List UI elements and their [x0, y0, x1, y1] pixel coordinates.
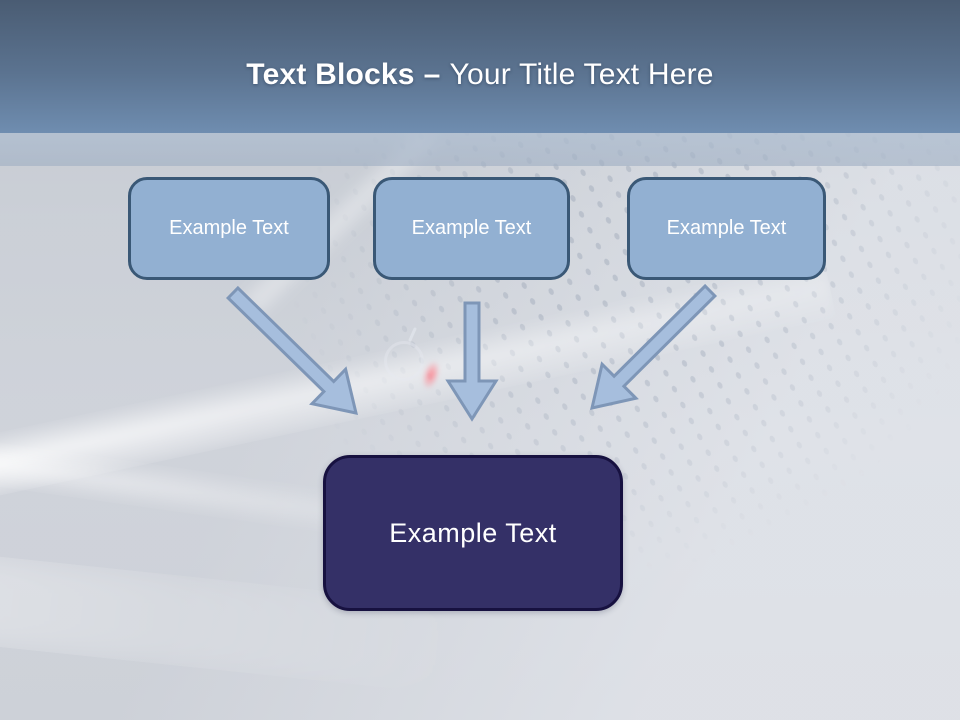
power-symbol-icon [384, 341, 424, 381]
text-block-3: Example Text [627, 177, 826, 280]
text-block-3-label: Example Text [666, 217, 787, 239]
title-dash: – [423, 57, 441, 91]
text-block-1-label: Example Text [169, 217, 289, 239]
slide-title: Text Blocks–Your Title Text Here [246, 58, 713, 92]
title-regular-segment: Your Title Text Here [449, 57, 714, 91]
text-block-2: Example Text [373, 177, 570, 280]
header-underband [0, 133, 960, 166]
text-block-1: Example Text [128, 177, 330, 280]
title-bold-segment: Text Blocks [246, 57, 415, 91]
text-block-2-label: Example Text [411, 217, 532, 239]
summary-block-label: Example Text [389, 517, 557, 548]
summary-block: Example Text [323, 455, 623, 611]
slide-header: Text Blocks–Your Title Text Here [0, 0, 960, 133]
